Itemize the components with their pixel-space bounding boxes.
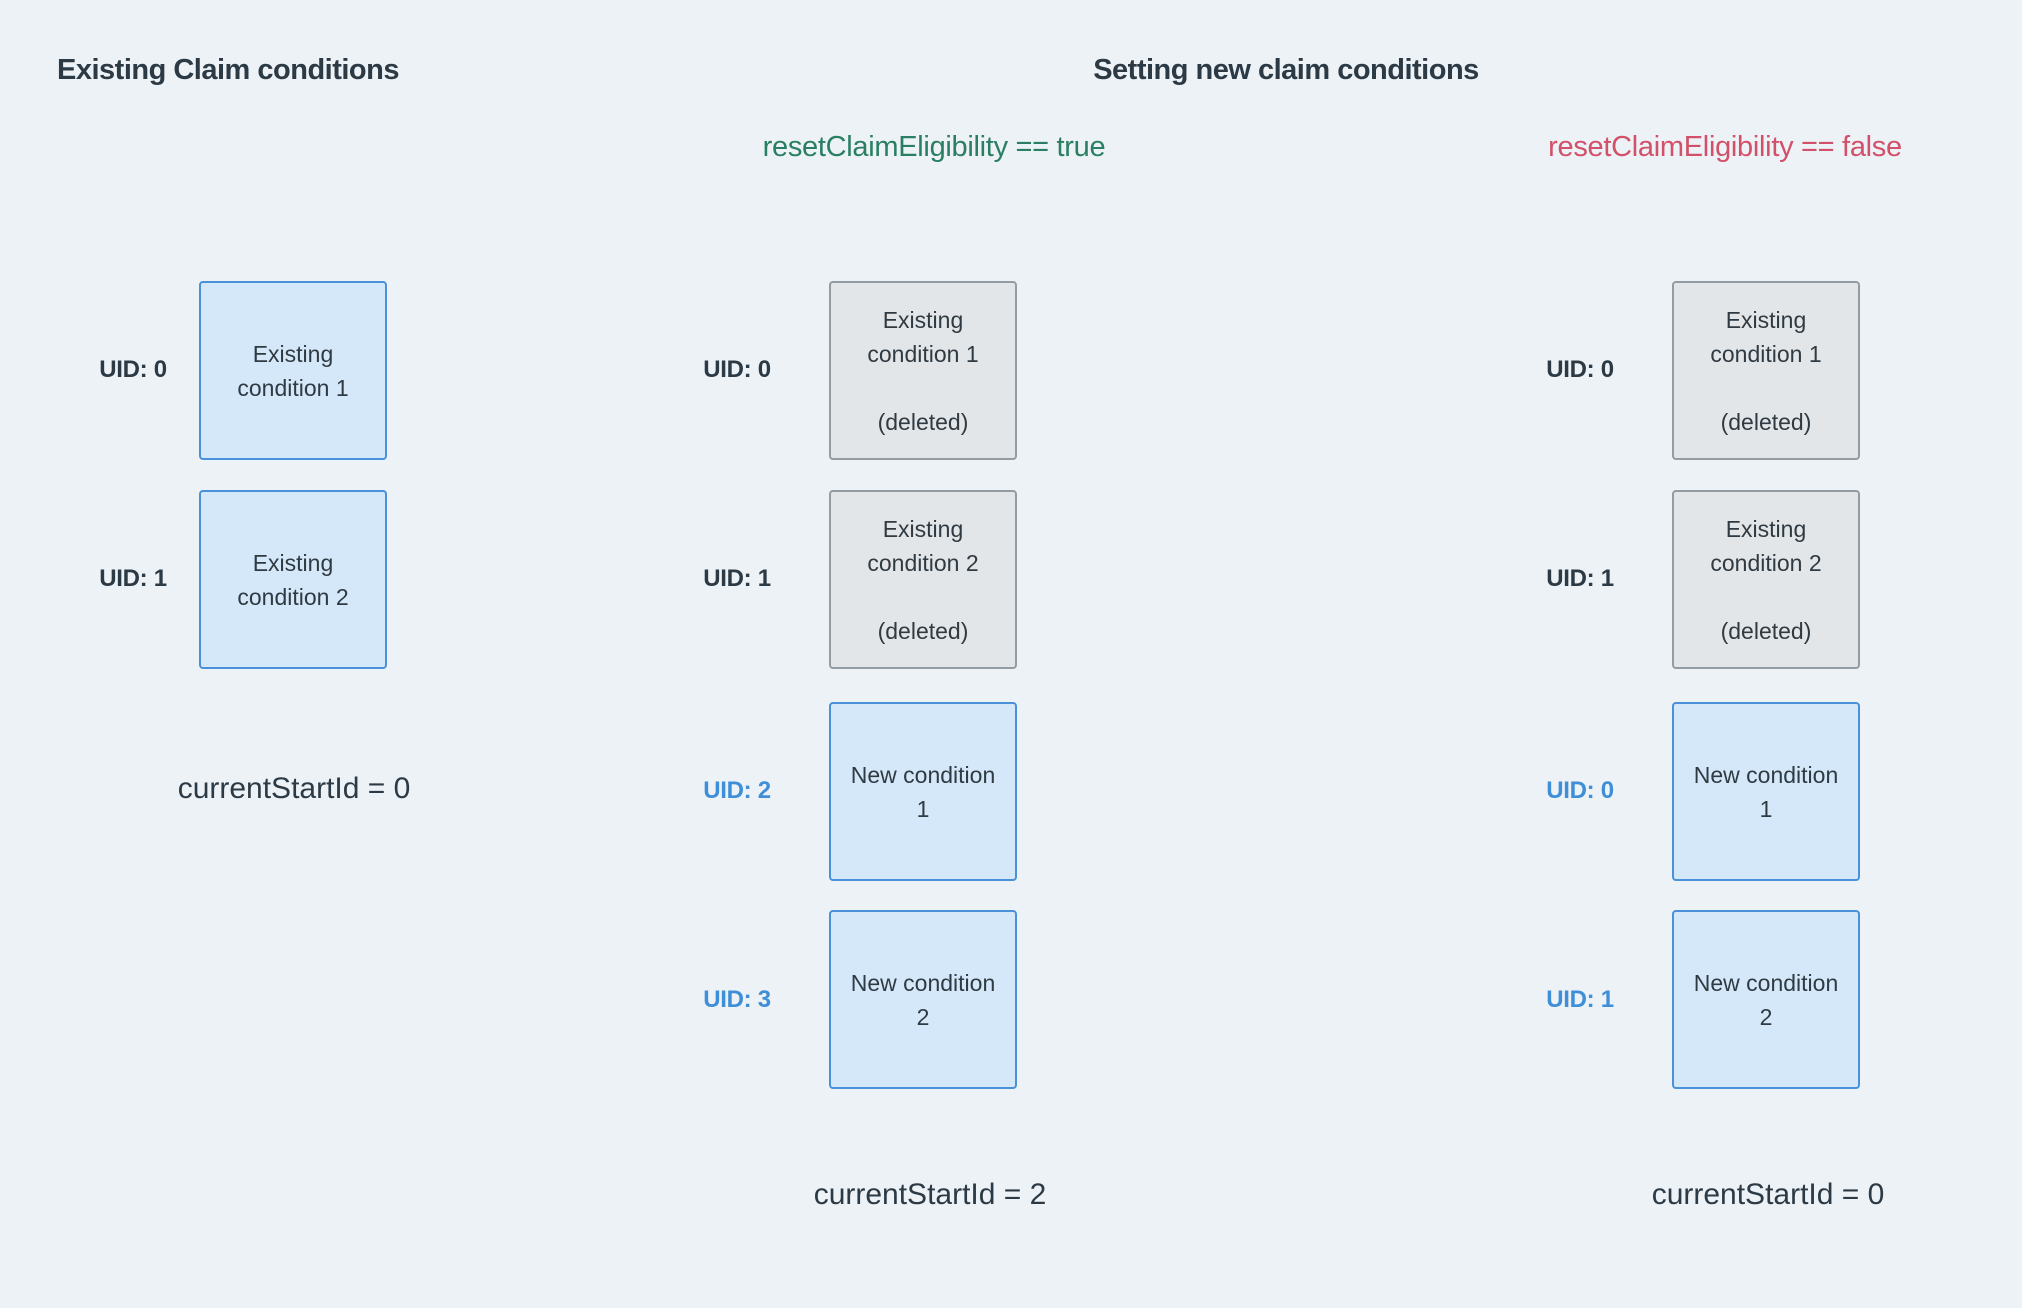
uid-label-true-row3: UID: 3 (703, 986, 771, 1013)
reset-eligibility-true-label: resetClaimEligibility == true (762, 131, 1106, 163)
uid-label-false-row0: UID: 0 (1546, 356, 1614, 383)
setting-new-claims-heading: Setting new claim conditions (1093, 54, 1479, 86)
condition-box-existing-1: Existing condition 1 (199, 281, 387, 460)
condition-box-true-deleted-1: Existing condition 1 (deleted) (829, 281, 1017, 460)
condition-box-true-new-2: New condition 2 (829, 910, 1017, 1089)
current-start-id-false: currentStartId = 0 (1651, 1178, 1885, 1211)
current-start-id-existing: currentStartId = 0 (177, 772, 411, 805)
uid-label-true-row2: UID: 2 (703, 777, 771, 804)
condition-box-existing-2: Existing condition 2 (199, 490, 387, 669)
condition-box-false-new-1: New condition 1 (1672, 702, 1860, 881)
uid-label-existing-row0: UID: 0 (99, 356, 167, 383)
condition-box-true-new-1: New condition 1 (829, 702, 1017, 881)
uid-label-false-row3: UID: 1 (1546, 986, 1614, 1013)
uid-label-existing-row1: UID: 1 (99, 565, 167, 592)
uid-label-true-row1: UID: 1 (703, 565, 771, 592)
reset-eligibility-false-label: resetClaimEligibility == false (1548, 131, 1902, 163)
condition-box-false-deleted-1: Existing condition 1 (deleted) (1672, 281, 1860, 460)
condition-box-false-new-2: New condition 2 (1672, 910, 1860, 1089)
uid-label-true-row0: UID: 0 (703, 356, 771, 383)
existing-claims-heading: Existing Claim conditions (57, 54, 400, 86)
current-start-id-true: currentStartId = 2 (813, 1178, 1047, 1211)
uid-label-false-row1: UID: 1 (1546, 565, 1614, 592)
condition-box-false-deleted-2: Existing condition 2 (deleted) (1672, 490, 1860, 669)
condition-box-true-deleted-2: Existing condition 2 (deleted) (829, 490, 1017, 669)
uid-label-false-row2: UID: 0 (1546, 777, 1614, 804)
